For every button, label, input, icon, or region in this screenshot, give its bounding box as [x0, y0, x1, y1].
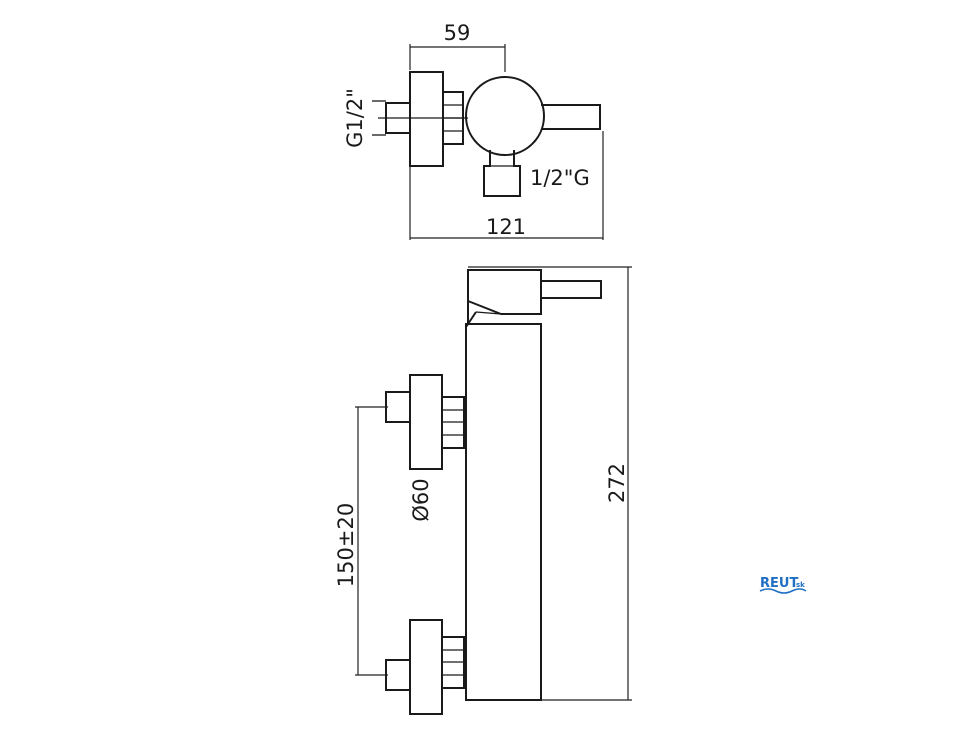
brand-logo-suffix: sk [796, 581, 805, 589]
brand-logo-name: REUT [760, 576, 798, 591]
front-lever [540, 280, 602, 299]
brand-logo: REUT sk [759, 576, 807, 594]
dim-label-dia60: Ø60 [409, 478, 433, 521]
logo-wave-icon [759, 588, 807, 594]
top-flange [409, 71, 444, 167]
upper-inlet [385, 374, 465, 470]
top-ball-body [465, 76, 545, 156]
dim-label-272: 272 [605, 463, 629, 503]
top-outlet-stub [483, 150, 521, 197]
front-cap [467, 269, 542, 315]
dim-label-12g: 1/2"G [530, 166, 590, 190]
dim-label-59: 59 [444, 21, 471, 45]
dim-label-g12: G1/2" [343, 88, 367, 148]
dimension-59: 59 [409, 21, 506, 72]
top-view: 59 G1/2" 1/2"G 121 [343, 21, 604, 240]
dimension-121: 121 [409, 131, 604, 240]
dimension-150: 150±20 [334, 406, 388, 676]
front-body [465, 323, 542, 701]
dim-label-150: 150±20 [334, 503, 358, 587]
top-lever [541, 104, 601, 130]
lower-inlet [385, 619, 465, 715]
front-view: 272 [334, 266, 632, 715]
dim-label-121: 121 [486, 215, 526, 239]
